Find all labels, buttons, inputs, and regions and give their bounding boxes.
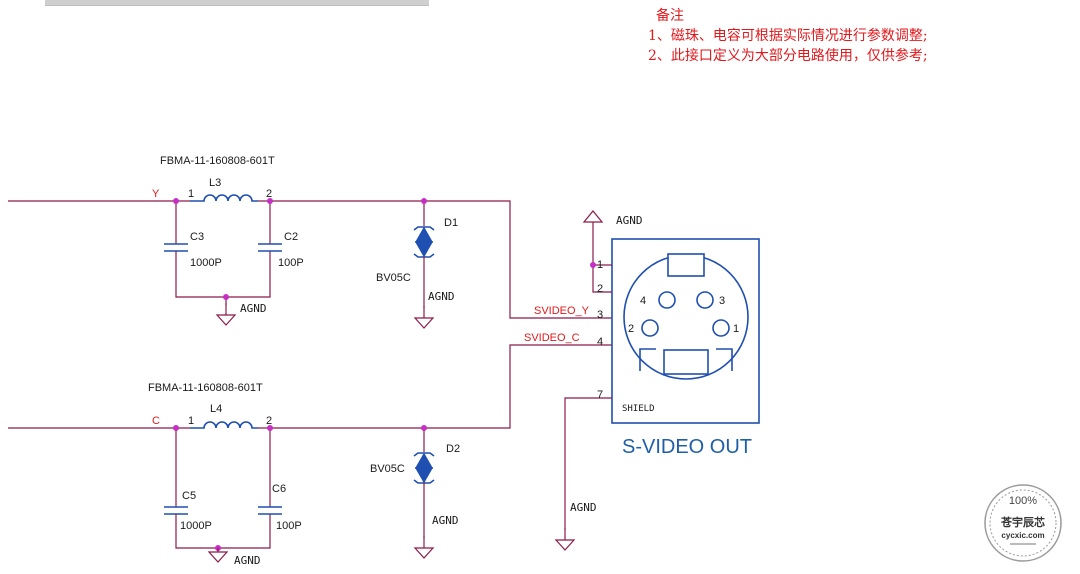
cap-ref-c3: C3 [190,231,204,243]
l4-pin-2: 2 [266,415,272,427]
gnd-label-d2: AGND [432,514,459,527]
l3-pin-1: 1 [188,188,194,200]
wire-c-output [258,344,612,429]
svideo-connector: 4 3 2 1 AGND AGND 1 2 3 4 7 SVIDEO_Y SVI… [524,210,760,551]
inductor-ref-l3: L3 [209,177,221,189]
cap-val-c2: 100P [278,257,304,269]
gnd-label-connector-top: AGND [616,214,643,227]
hole-3: 3 [719,295,725,307]
gnd-label-d1: AGND [428,290,455,303]
diode-val-d1: BV05C [376,272,411,284]
channel-y: Y FBMA-11-160808-601T L3 1 2 C3 1000P C2… [8,155,612,329]
stamp-name: 苍宇辰芯 [1000,515,1045,529]
diode-ref-d2: D2 [446,443,460,455]
channel-c: C FBMA-11-160808-601T L4 1 2 C5 1000P C6… [8,344,612,567]
cap-ref-c5: C5 [182,490,196,502]
inductor-l3 [190,194,258,202]
bead-part-bottom: FBMA-11-160808-601T [148,382,263,394]
cap-ref-c6: C6 [272,483,286,495]
connector-body [611,238,760,424]
inductor-ref-l4: L4 [210,403,222,415]
diode-val-d2: BV05C [370,463,405,475]
shield-label: SHIELD [622,404,655,414]
cap-val-c3: 1000P [190,257,222,269]
hole-1: 1 [733,323,739,335]
gnd-label-shield: AGND [570,501,597,514]
stamp-percent: 100% [1009,495,1037,507]
notes-block: 备注 1、磁珠、电容可根据实际情况进行参数调整; 2、此接口定义为大部分电路使用… [648,6,928,66]
pin-3: 3 [597,309,603,321]
hole-4: 4 [640,295,646,307]
hole-2: 2 [628,323,634,335]
net-label-svideo-c: SVIDEO_C [524,332,580,344]
diode-ref-d1: D1 [444,217,458,229]
gnd-label-caps-y: AGND [240,302,267,315]
net-label-y: Y [152,188,160,200]
watermark-stamp-logo: 100% 苍宇辰芯 cycxic.com [984,484,1062,562]
l3-pin-2: 2 [266,188,272,200]
top-scroll-bar [45,0,429,6]
notes-line-1: 1、磁珠、电容可根据实际情况进行参数调整; [648,28,928,44]
pin-2: 2 [597,283,603,295]
net-label-c: C [152,415,160,427]
bead-part-top: FBMA-11-160808-601T [160,155,275,167]
cap-val-c6: 100P [276,520,302,532]
pin-1: 1 [597,259,603,271]
notes-title: 备注 [656,8,684,24]
pin-4: 4 [597,336,603,348]
inductor-l4 [190,421,258,429]
pin-7: 7 [597,389,603,401]
wire-y-output [258,200,612,319]
l4-pin-1: 1 [188,415,194,427]
gnd-label-caps-c: AGND [234,554,261,567]
cap-ref-c2: C2 [284,231,298,243]
notes-line-2: 2、此接口定义为大部分电路使用，仅供参考; [648,48,928,64]
connector-title: S-VIDEO OUT [622,436,752,458]
stamp-site: cycxic.com [1001,531,1044,540]
net-label-svideo-y: SVIDEO_Y [534,305,590,317]
cap-val-c5: 1000P [180,520,212,532]
